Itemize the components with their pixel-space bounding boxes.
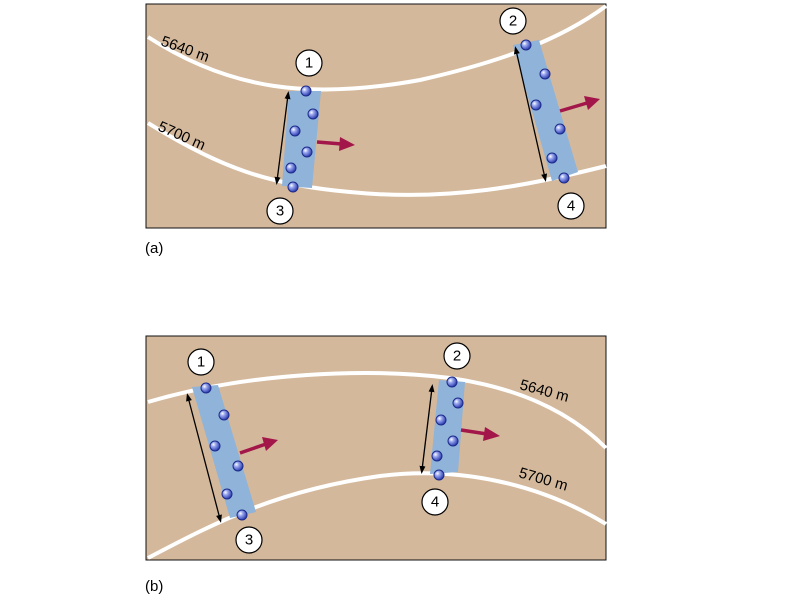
panel-b-contour-5640 (147, 371, 608, 450)
panel-a-contour-5640 (146, 4, 608, 92)
panel-a-label: (a) (145, 240, 163, 257)
panel-a-point-4: 4 (557, 192, 585, 220)
svg-text:3: 3 (276, 203, 284, 220)
panel-a-motion-arrow-left (316, 137, 355, 151)
svg-text:1: 1 (197, 354, 205, 371)
panel-b-point-3: 3 (235, 526, 263, 554)
svg-text:2: 2 (509, 13, 517, 30)
svg-text:4: 4 (431, 494, 439, 511)
panel-a-motion-arrow-right (559, 96, 600, 113)
panel-a-thickness-arrow-left (274, 91, 291, 185)
svg-text:1: 1 (305, 55, 313, 72)
panel-b-thickness-arrow-left (186, 393, 222, 523)
panel-b-point-2: 2 (443, 342, 471, 370)
panel-a-point-2: 2 (499, 7, 527, 35)
panel-a-point-3: 3 (266, 197, 294, 225)
panel-a-particles (285, 39, 570, 193)
panel-b-motion-arrow-right (460, 427, 500, 441)
panel-b-point-1: 1 (187, 348, 215, 376)
panel-a-thickness-arrow-right (513, 46, 548, 182)
panel-b-thickness-arrow-right (419, 384, 435, 474)
panel-b-point-4: 4 (421, 488, 449, 516)
panel-b-particles (200, 376, 464, 521)
panel-b: 5640 m 5700 m 1 2 3 4 (b) (145, 335, 608, 595)
panel-a-point-1: 1 (295, 49, 323, 77)
panel-a: 5640 m 5700 m 1 2 3 4 (a) (145, 3, 608, 257)
panel-b-motion-arrow-left (239, 437, 278, 455)
svg-text:4: 4 (567, 198, 575, 215)
svg-text:3: 3 (245, 532, 253, 549)
svg-text:2: 2 (453, 348, 461, 365)
panel-b-label: (b) (145, 578, 163, 595)
panel-b-contour-5700 (147, 471, 608, 560)
